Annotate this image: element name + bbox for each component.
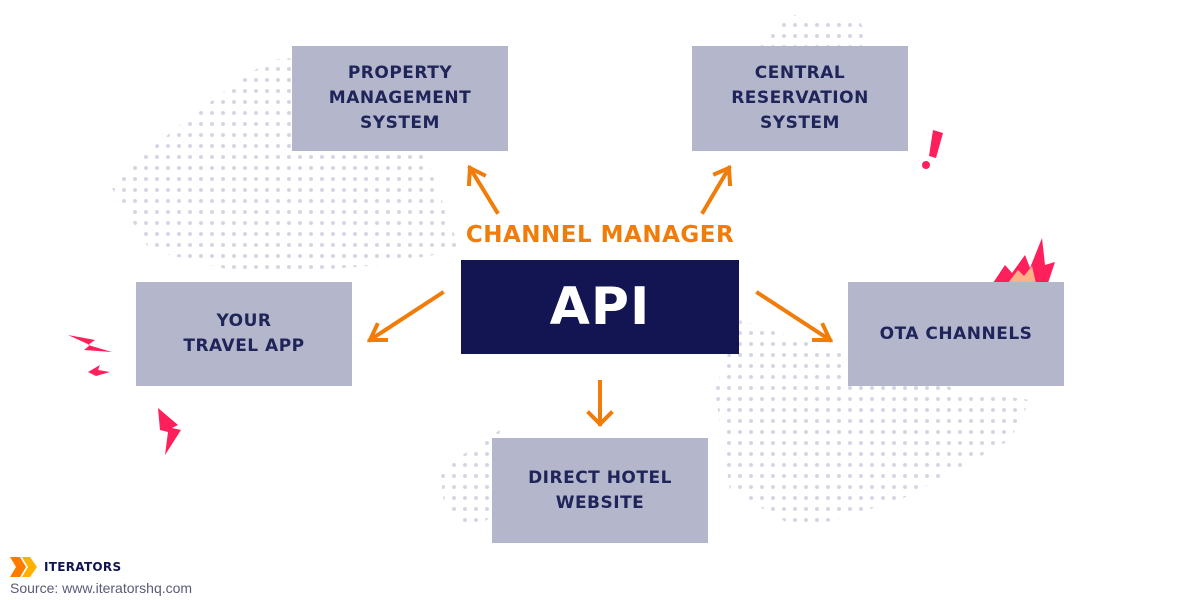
node-central-reservation-system: CENTRAL RESERVATION SYSTEM (692, 46, 908, 151)
api-box: API (461, 260, 739, 354)
channel-manager-label: CHANNEL MANAGER (465, 222, 735, 248)
flame-icon (993, 238, 1055, 283)
node-ota-channels: OTA CHANNELS (848, 282, 1064, 386)
node-property-management-system: PROPERTY MANAGEMENT SYSTEM (292, 46, 508, 151)
arrow-to-direct-website (586, 380, 614, 427)
logo-text: ITERATORS (44, 560, 122, 574)
dot-patch-right (715, 320, 1030, 530)
arrow-to-pms (466, 164, 500, 215)
exclamation-dot-icon (922, 161, 930, 169)
arrow-to-travel-app (366, 290, 445, 343)
iterators-logo: ITERATORS (10, 557, 121, 577)
spark-icon (158, 408, 181, 455)
node-your-travel-app: YOUR TRAVEL APP (136, 282, 352, 386)
spark-icon (68, 335, 112, 352)
source-credit: Source: www.iteratorshq.com (10, 580, 193, 596)
arrow-to-crs (700, 165, 733, 215)
spark-icon (88, 365, 110, 376)
node-direct-hotel-website: DIRECT HOTEL WEBSITE (492, 438, 708, 543)
flame-inner-icon (1008, 266, 1036, 283)
arrow-to-ota (755, 290, 834, 343)
exclamation-icon (929, 130, 943, 158)
logo-chevrons-icon (10, 557, 37, 577)
